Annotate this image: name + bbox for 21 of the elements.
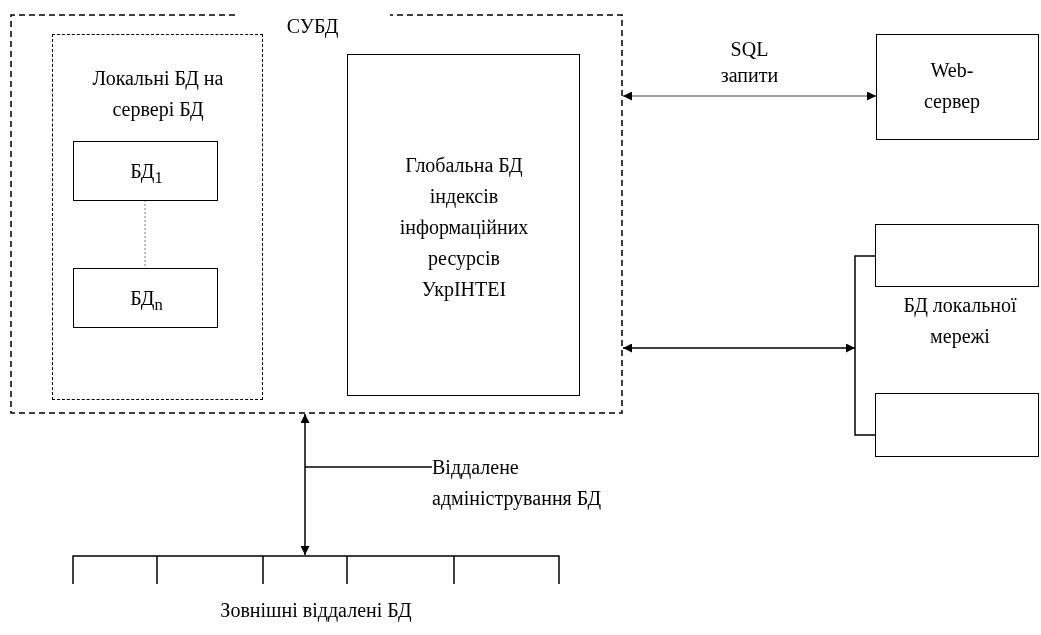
double-arrow (622, 91, 877, 101)
empty-box (875, 393, 1039, 457)
double-arrow (622, 343, 856, 353)
node-label: БД локальної мережі (902, 293, 1018, 350)
database-box (347, 54, 580, 396)
double-arrow (300, 413, 310, 556)
node-label: Зовнішні віддалені БД (219, 598, 413, 624)
node-label: Глобальна БД індексів інформаційних ресурсів УкрІНТЕІ (398, 153, 530, 303)
leader-line (304, 466, 433, 468)
node-label: БД$_{n}$ (129, 286, 164, 316)
connector-line (144, 199, 146, 268)
empty-box (875, 224, 1039, 287)
annotation-text: Віддалене адміністрування БД (432, 455, 603, 512)
dashed-group-box (52, 34, 263, 400)
node-label: Web-сервер (922, 58, 982, 115)
database-box (73, 141, 218, 201)
database-box (876, 34, 1039, 140)
database-box (73, 268, 218, 328)
node-label: Локальні БД на сервері БД (91, 66, 225, 123)
node-label: БД$_{1}$ (129, 159, 164, 189)
connector-line (854, 255, 876, 436)
